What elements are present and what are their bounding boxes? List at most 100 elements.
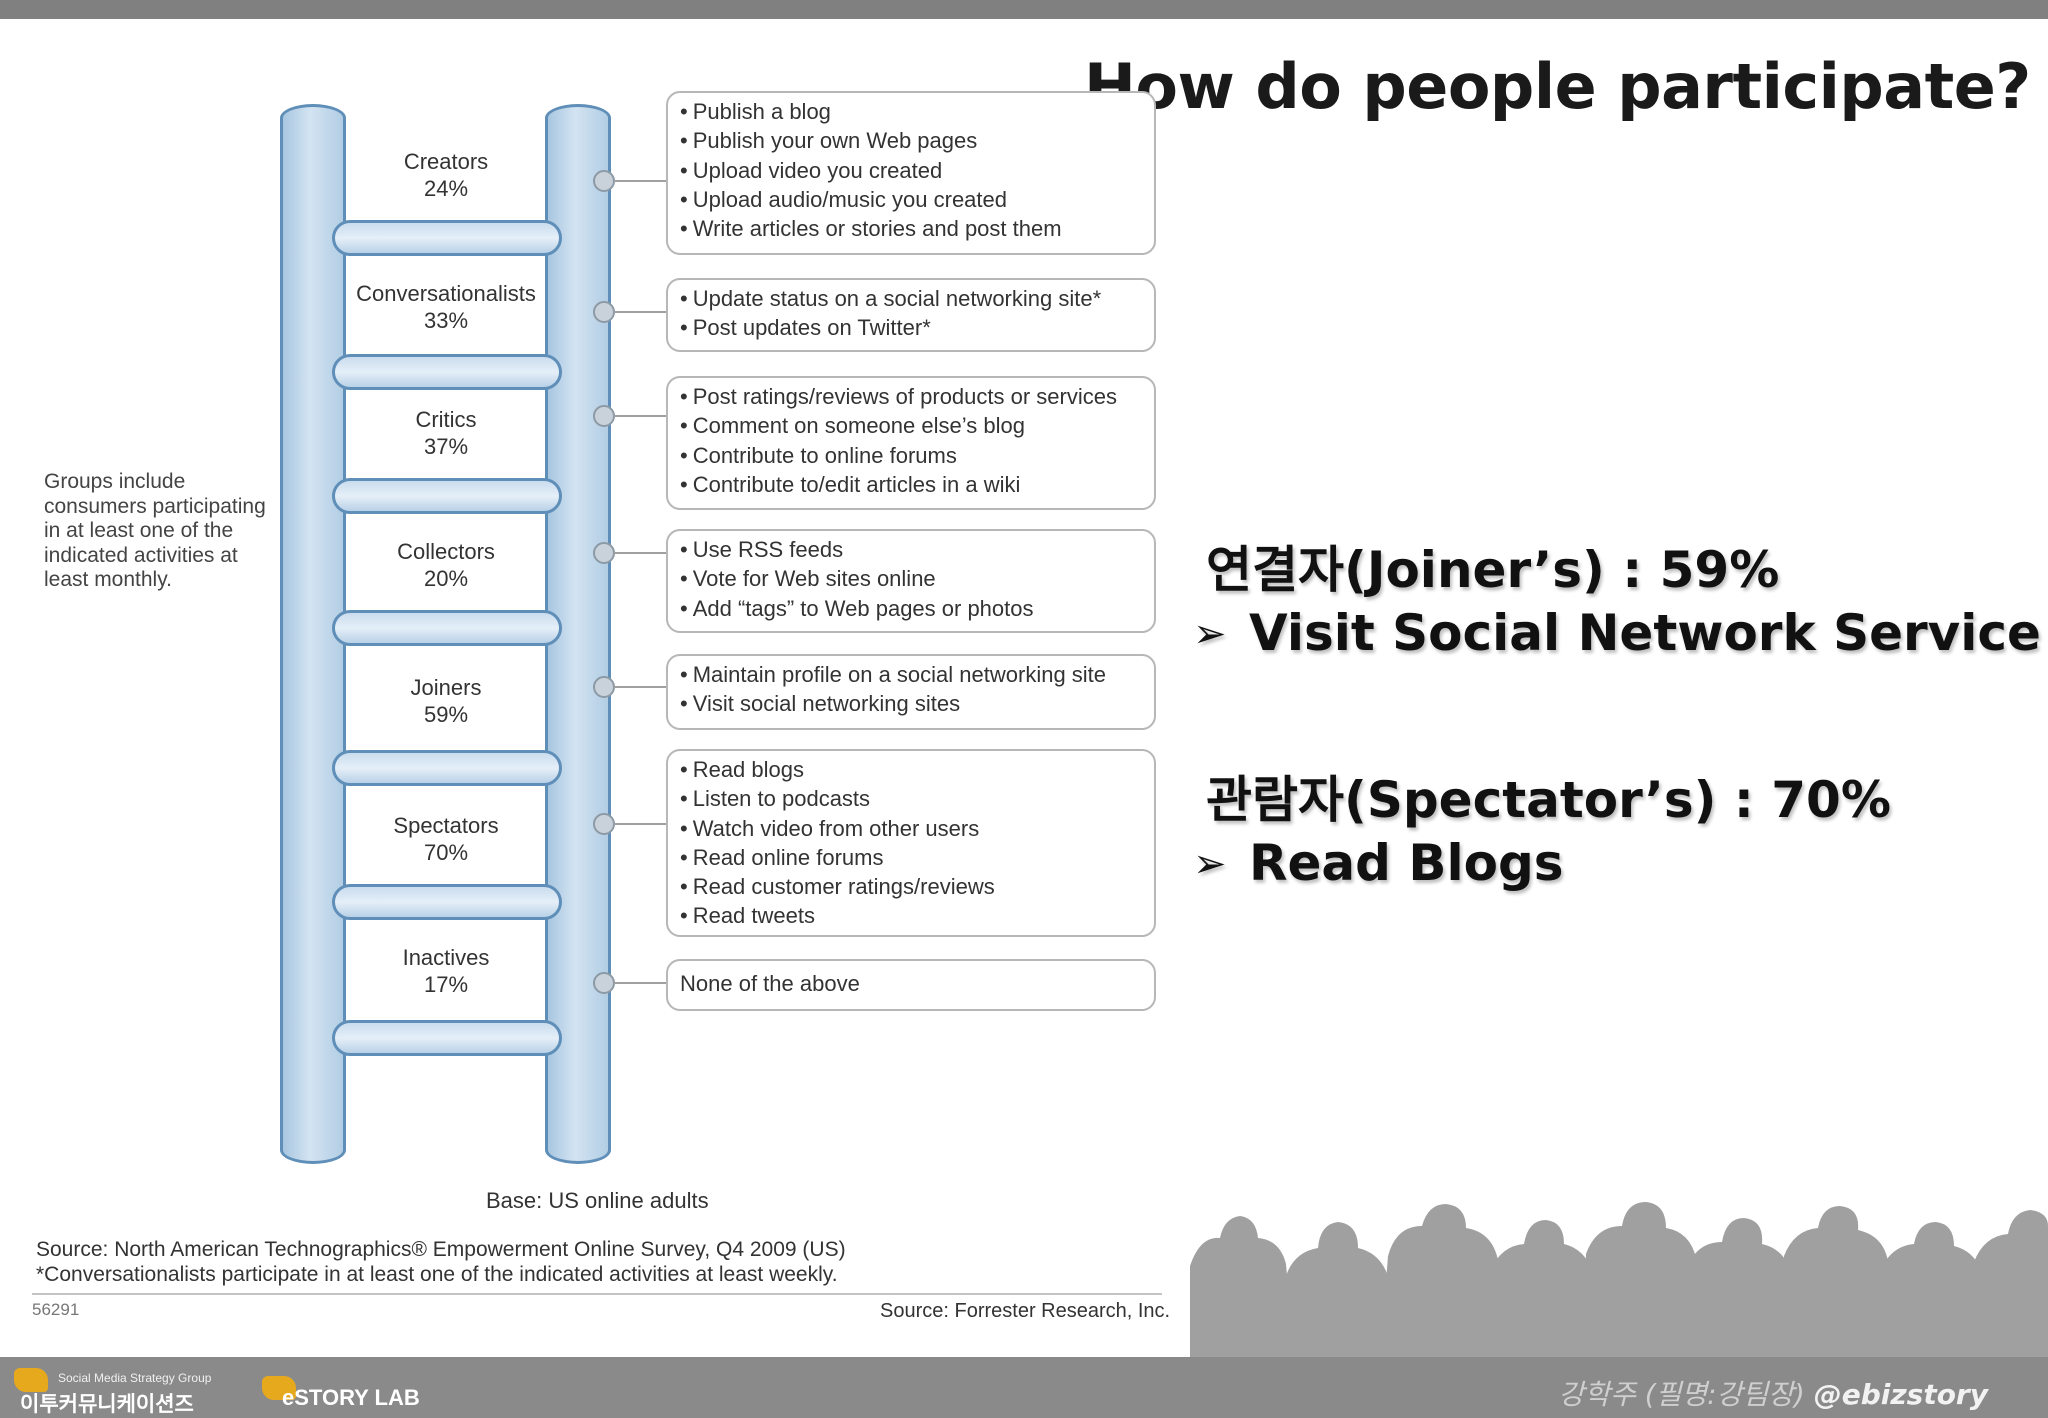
activity-item: Upload video you created	[680, 156, 1144, 185]
activity-item: Watch video from other users	[680, 814, 1144, 843]
source-divider	[32, 1293, 1162, 1295]
step-percent: 37%	[423, 434, 469, 459]
source-line-2: *Conversationalists participate in at le…	[36, 1263, 838, 1286]
activity-item: Contribute to/edit articles in a wiki	[680, 470, 1144, 499]
step-label: Spectators	[393, 813, 499, 838]
connector-line	[614, 823, 668, 825]
author-handle: @ebizstory	[1813, 1378, 1988, 1411]
step-percent: 59%	[423, 702, 469, 727]
ladder-rung	[332, 610, 562, 646]
figure-id: 56291	[32, 1300, 80, 1319]
step-percent: 24%	[423, 176, 469, 201]
source-line-1: Source: North American Technographics® E…	[36, 1238, 846, 1261]
ladder-rung	[332, 884, 562, 920]
activity-item: Read blogs	[680, 755, 1144, 784]
ladder-rung	[332, 220, 562, 256]
activity-item: Contribute to online forums	[680, 441, 1144, 470]
activity-box-spectators: Read blogsListen to podcastsWatch video …	[666, 749, 1156, 937]
activity-box-inactives: None of the above	[666, 959, 1156, 1011]
arrow-bullet-icon: ➢	[1193, 611, 1227, 657]
step-percent: 70%	[423, 840, 469, 865]
author-name: 강학주 (필명:강팀장)	[1558, 1378, 1805, 1411]
step-label: Creators	[403, 149, 489, 174]
activity-box-joiners: Maintain profile on a social networking …	[666, 654, 1156, 730]
step-label: Inactives	[402, 945, 490, 970]
step-label: Collectors	[397, 539, 495, 564]
step-label: Critics	[415, 407, 477, 432]
activity-item: Use RSS feeds	[680, 535, 1144, 564]
ladder-rung	[332, 478, 562, 514]
activity-item: Post updates on Twitter*	[680, 313, 1144, 342]
base-note: Base: US online adults	[486, 1188, 709, 1213]
step-label: Joiners	[410, 675, 482, 700]
activity-item: Write articles or stories and post them	[680, 214, 1144, 243]
activity-item: Publish your own Web pages	[680, 126, 1144, 155]
ladder-rung	[332, 750, 562, 786]
ladder-rung	[332, 354, 562, 390]
joiner-point: ➢ Visit Social Network Service	[1193, 604, 2041, 662]
activity-item: Listen to podcasts	[680, 784, 1144, 813]
activity-item: Post ratings/reviews of products or serv…	[680, 382, 1144, 411]
logo2-name: eSTORY LAB	[282, 1385, 420, 1410]
crowd-silhouette-image	[1190, 1202, 2048, 1360]
connector-line	[614, 686, 668, 688]
activity-box-conversationalists: Update status on a social networking sit…	[666, 278, 1156, 352]
step-label: Conversationalists	[356, 281, 536, 306]
slide-title: How do people participate?	[1084, 50, 2031, 123]
bottom-bar	[0, 1357, 2048, 1418]
spectator-point-text: Read Blogs	[1249, 834, 1564, 892]
connector-dot-icon	[593, 301, 615, 323]
source-credit: Source: Forrester Research, Inc.	[880, 1300, 1171, 1322]
arrow-bullet-icon: ➢	[1193, 841, 1227, 887]
activity-item: Comment on someone else’s blog	[680, 411, 1144, 440]
activity-box-critics: Post ratings/reviews of products or serv…	[666, 376, 1156, 510]
connector-dot-icon	[593, 676, 615, 698]
estory-logo-icon	[262, 1376, 296, 1400]
e2-logo-icon	[14, 1368, 48, 1392]
spectator-point: ➢ Read Blogs	[1193, 834, 1564, 892]
activity-item: Update status on a social networking sit…	[680, 284, 1144, 313]
joiner-stat: 연결자(Joiner’s) : 59%	[1206, 541, 1780, 599]
step-percent: 20%	[423, 566, 469, 591]
connector-dot-icon	[593, 813, 615, 835]
activity-item: Add “tags” to Web pages or photos	[680, 594, 1144, 623]
top-bar	[0, 0, 2048, 19]
author-credit: 강학주 (필명:강팀장) @ebizstory	[1559, 1373, 1988, 1413]
activity-item: Maintain profile on a social networking …	[680, 660, 1144, 689]
activity-item: Upload audio/music you created	[680, 185, 1144, 214]
activity-item: Read online forums	[680, 843, 1144, 872]
activity-item: None of the above	[680, 971, 860, 996]
connector-dot-icon	[593, 170, 615, 192]
activity-box-collectors: Use RSS feedsVote for Web sites onlineAd…	[666, 529, 1156, 633]
connector-line	[614, 415, 668, 417]
groups-note: Groups include consumers participating i…	[44, 470, 266, 591]
logo1-name: 이투커뮤니케이션즈	[20, 1392, 194, 1416]
connector-line	[614, 311, 668, 313]
activity-box-creators: Publish a blogPublish your own Web pages…	[666, 91, 1156, 255]
activity-item: Visit social networking sites	[680, 689, 1144, 718]
connector-line	[614, 552, 668, 554]
activity-item: Read tweets	[680, 901, 1144, 930]
activity-item: Vote for Web sites online	[680, 564, 1144, 593]
joiner-point-text: Visit Social Network Service	[1249, 604, 2041, 662]
source-note: Source: North American Technographics® E…	[36, 1237, 846, 1287]
logo1-tagline: Social Media Strategy Group	[58, 1371, 212, 1385]
connector-line	[614, 982, 668, 984]
spectator-stat: 관람자(Spectator’s) : 70%	[1206, 771, 1891, 829]
activity-item: Read customer ratings/reviews	[680, 872, 1144, 901]
ladder-rung	[332, 1020, 562, 1056]
step-percent: 17%	[423, 972, 469, 997]
activity-item: Publish a blog	[680, 97, 1144, 126]
step-percent: 33%	[423, 308, 469, 333]
connector-dot-icon	[593, 405, 615, 427]
connector-dot-icon	[593, 542, 615, 564]
connector-line	[614, 180, 668, 182]
connector-dot-icon	[593, 972, 615, 994]
